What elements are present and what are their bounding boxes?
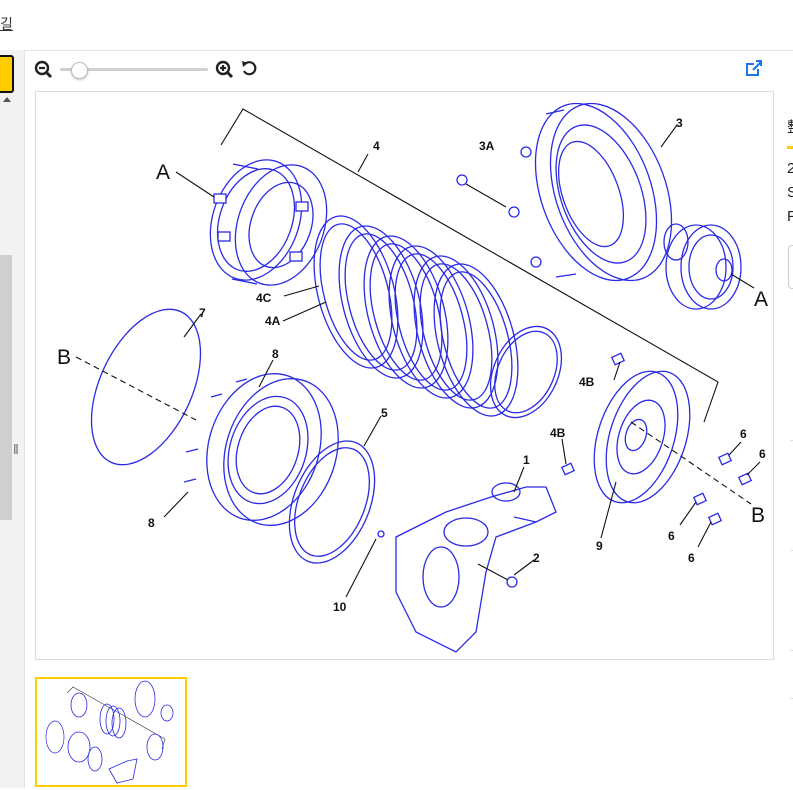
part-stud-4b-bottom[interactable] — [560, 462, 576, 476]
part-clutch-disc-stack[interactable] — [299, 207, 533, 425]
ref-a-right: A — [754, 288, 768, 311]
callout-3a[interactable]: 3A — [479, 139, 495, 153]
part-gear-a[interactable] — [663, 223, 755, 310]
callout-4b-top[interactable]: 4B — [579, 375, 595, 389]
callout-7[interactable]: 7 — [199, 306, 206, 320]
right-panel: 整 2 S F — [780, 50, 793, 788]
part-knuckle-1[interactable] — [395, 482, 557, 653]
callout-5[interactable]: 5 — [381, 406, 388, 420]
callout-1[interactable]: 1 — [523, 453, 530, 467]
part-stud-4b-top[interactable] — [610, 352, 626, 366]
right-panel-line-3: S — [787, 184, 793, 201]
callout-8-top[interactable]: 8 — [272, 347, 279, 361]
thumbnail-image — [45, 680, 174, 784]
ref-b-right: B — [751, 504, 765, 527]
right-panel-input[interactable] — [788, 245, 793, 289]
sidebar-toggle-button[interactable] — [0, 55, 14, 93]
divider — [790, 650, 793, 651]
sidebar-scrollbar[interactable] — [0, 255, 12, 520]
part-ring-5[interactable] — [273, 428, 391, 575]
callout-6-b[interactable]: 6 — [759, 447, 766, 461]
divider — [790, 698, 793, 699]
resize-handle-icon[interactable]: ‖ — [13, 441, 19, 457]
part-pin-6-c[interactable] — [692, 492, 708, 506]
ref-b-left: B — [57, 346, 71, 369]
part-seal-10[interactable] — [377, 530, 385, 538]
part-pin-6-a[interactable] — [717, 452, 733, 466]
top-bar: 길 — [0, 0, 793, 51]
left-sidebar: ‖ — [0, 50, 25, 788]
part-bolt-3a[interactable] — [456, 174, 507, 208]
callout-6-d[interactable]: 6 — [688, 551, 695, 565]
viewer-toolbar — [34, 58, 764, 82]
right-panel-line-4: F — [787, 208, 793, 225]
part-pin-6-d[interactable] — [707, 512, 723, 526]
callout-4a[interactable]: 4A — [265, 314, 281, 328]
part-piston-plate-8[interactable] — [183, 359, 356, 541]
callout-9[interactable]: 9 — [596, 539, 603, 553]
collapse-caret-icon[interactable] — [3, 97, 11, 102]
callout-6-c[interactable]: 6 — [668, 529, 675, 543]
part-pin-6-b[interactable] — [737, 472, 753, 486]
part-bolt-2[interactable] — [477, 563, 518, 588]
part-housing[interactable] — [508, 92, 694, 297]
top-link[interactable]: 길 — [0, 16, 13, 32]
part-o-ring-7[interactable] — [69, 292, 223, 481]
rotate-reset-icon[interactable] — [240, 58, 260, 80]
divider — [790, 550, 793, 551]
zoom-out-icon[interactable] — [34, 58, 54, 80]
zoom-slider[interactable] — [60, 62, 208, 79]
group-4-bracket — [220, 108, 719, 423]
external-link-icon[interactable] — [744, 58, 764, 80]
callout-4b-bottom[interactable]: 4B — [550, 426, 566, 440]
right-panel-title: 整 — [787, 116, 793, 137]
diagram-thumbnail[interactable] — [35, 677, 187, 787]
part-cover-9[interactable] — [579, 361, 752, 514]
exploded-parts-diagram: 4 3 3A 4C 4A 7 8 8 5 1 2 10 9 4B 4B 6 6 … — [57, 92, 768, 653]
callout-4c[interactable]: 4C — [256, 291, 272, 305]
part-seal-ring[interactable] — [477, 315, 576, 429]
ref-a-left: A — [156, 161, 170, 184]
zoom-slider-knob[interactable] — [70, 62, 88, 79]
diagram-viewer[interactable]: 4 3 3A 4C 4A 7 8 8 5 1 2 10 9 4B 4B 6 6 … — [35, 91, 774, 660]
callout-10[interactable]: 10 — [333, 600, 347, 614]
callout-2[interactable]: 2 — [533, 551, 540, 565]
callout-4[interactable]: 4 — [373, 139, 380, 153]
zoom-in-icon[interactable] — [215, 58, 235, 80]
right-panel-line-2: 2 — [787, 160, 793, 177]
divider — [790, 440, 793, 441]
right-panel-accent — [787, 146, 793, 149]
leader-lines — [163, 124, 761, 598]
part-hub-a[interactable] — [194, 147, 342, 298]
callout-8-left[interactable]: 8 — [148, 516, 155, 530]
callout-6-a[interactable]: 6 — [740, 427, 747, 441]
leader-4 — [357, 153, 369, 173]
callout-3[interactable]: 3 — [676, 116, 683, 130]
